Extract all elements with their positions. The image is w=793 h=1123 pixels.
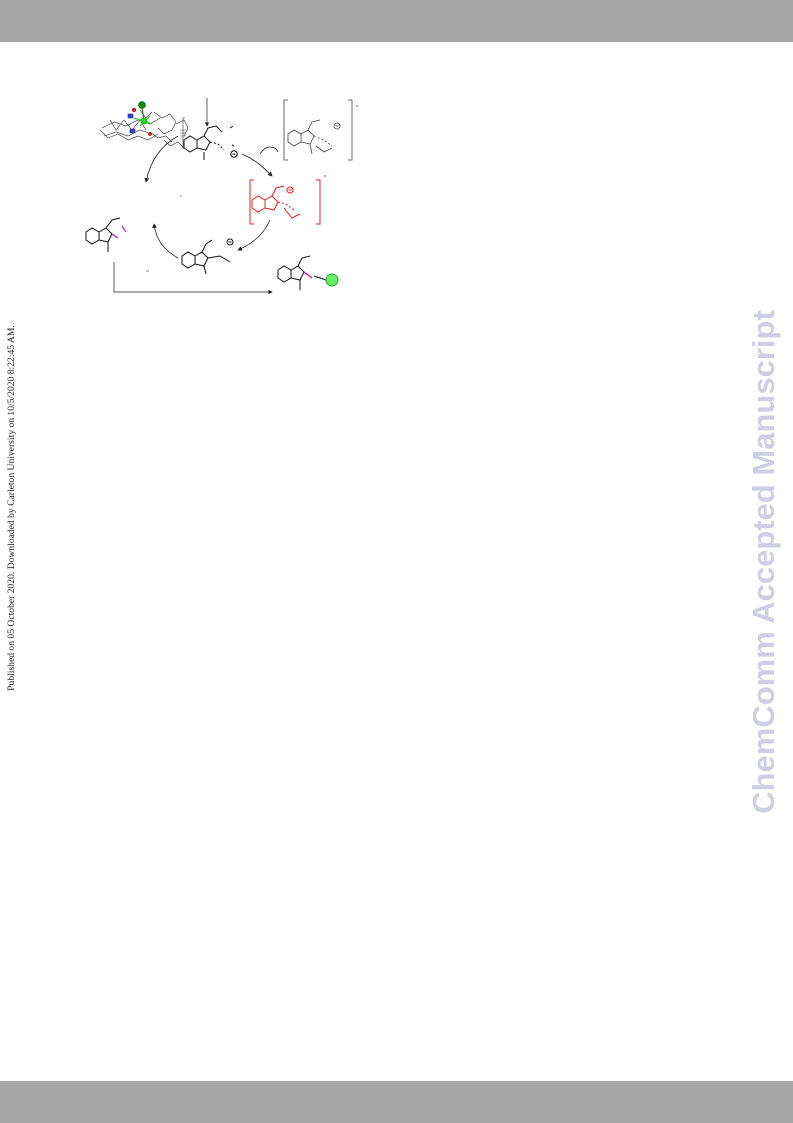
scheme-graphic bbox=[85, 98, 358, 295]
intermediate-bottom bbox=[181, 238, 234, 275]
header-banner bbox=[0, 0, 793, 42]
catalyst-structure bbox=[99, 101, 189, 149]
accepted-manuscript-watermark: ChemComm Accepted Manuscript bbox=[746, 310, 781, 814]
substrate-indole bbox=[85, 217, 127, 252]
product-indole bbox=[277, 255, 339, 290]
product-arrow bbox=[113, 262, 273, 295]
cycle-arrows bbox=[144, 135, 279, 259]
publication-note: Published on 05 October 2020. Downloaded… bbox=[6, 325, 17, 691]
transition-state-red bbox=[249, 175, 326, 225]
catalytic-cycle-scheme bbox=[80, 90, 380, 305]
transition-state-upper bbox=[283, 99, 358, 161]
footer-banner bbox=[0, 1081, 793, 1123]
intermediate-top bbox=[183, 125, 238, 160]
